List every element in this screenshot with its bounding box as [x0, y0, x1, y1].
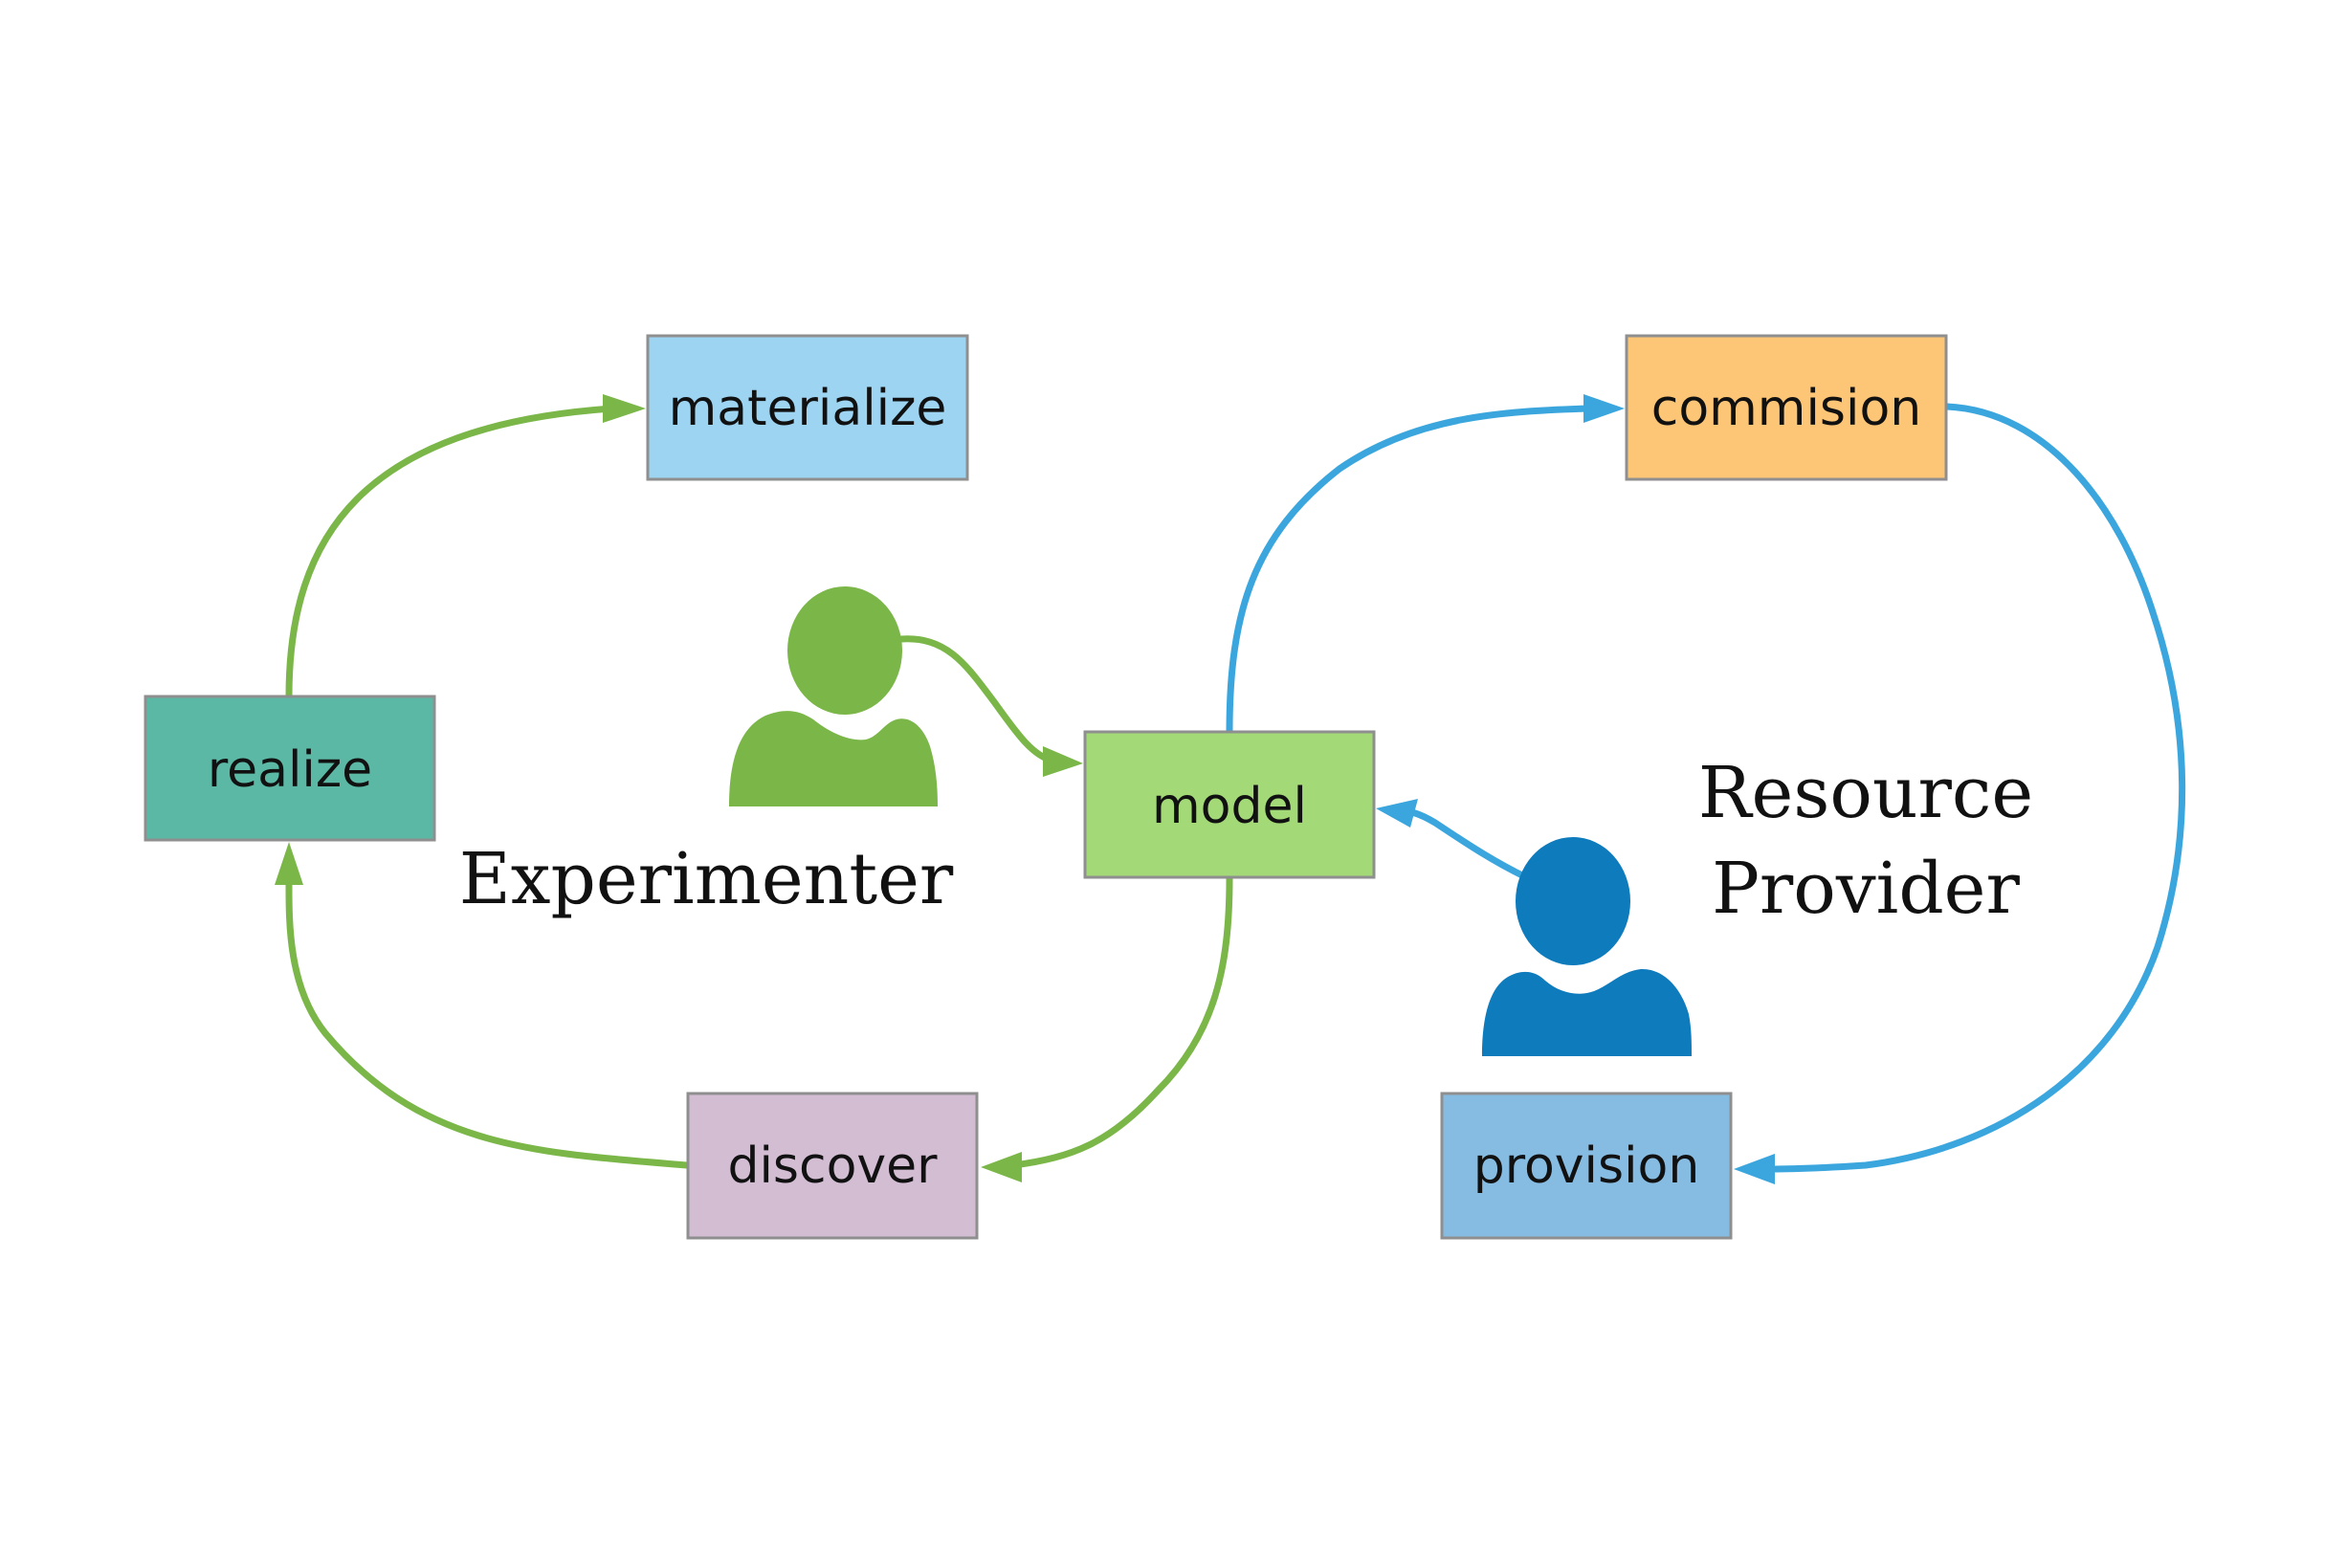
resource-provider-label-line1: Resource: [1698, 752, 2033, 834]
arrowhead-model-from-experimenter: [1043, 746, 1083, 777]
node-realize-label: realize: [208, 741, 372, 799]
arrowhead-materialize: [603, 394, 646, 423]
node-discover: discover: [686, 1092, 979, 1240]
node-commision: commision: [1625, 334, 1948, 481]
flow-commision-to-provision: [1766, 403, 2186, 1173]
provider-person-head: [1516, 837, 1630, 965]
node-materialize-box: [646, 334, 969, 481]
node-materialize-label: materialize: [669, 380, 947, 437]
arrowhead-model-from-provider: [1376, 799, 1418, 828]
provider-person-body: [1482, 968, 1692, 1056]
flow-realize-to-materialize: [285, 405, 616, 700]
node-commision-label: commision: [1651, 380, 1921, 437]
node-provision-label: provision: [1473, 1137, 1700, 1195]
node-realize: realize: [144, 695, 436, 842]
flow-experimenter-to-model: [897, 635, 1056, 764]
node-model-label: model: [1152, 778, 1307, 835]
flow-discover-to-realize: [285, 872, 691, 1169]
node-realize-box: [144, 695, 436, 842]
node-commision-box: [1625, 334, 1948, 481]
node-model-box: [1083, 730, 1376, 879]
node-model: model: [1083, 730, 1376, 879]
experimenter-person-body: [729, 711, 938, 806]
resource-provider-label-line2: Provider: [1712, 848, 2020, 930]
node-discover-box: [686, 1092, 979, 1240]
node-provision-box: [1440, 1092, 1733, 1240]
node-materialize: materialize: [646, 334, 969, 481]
arrowhead-discover: [981, 1152, 1022, 1182]
node-discover-label: discover: [727, 1137, 938, 1195]
arrowhead-realize: [275, 842, 303, 885]
experimenter-label: Experimenter: [459, 838, 954, 920]
provider-person-icon: [1482, 837, 1692, 1056]
node-provision: provision: [1440, 1092, 1733, 1240]
arrowhead-commision: [1583, 394, 1625, 423]
arrowhead-provision: [1734, 1154, 1775, 1184]
flow-provider-to-model: [1403, 807, 1530, 881]
experimenter-person-icon: [729, 586, 938, 806]
flow-model-to-commision: [1226, 405, 1592, 736]
flow-model-to-discover: [1010, 874, 1233, 1169]
experimenter-person-head: [787, 586, 902, 715]
